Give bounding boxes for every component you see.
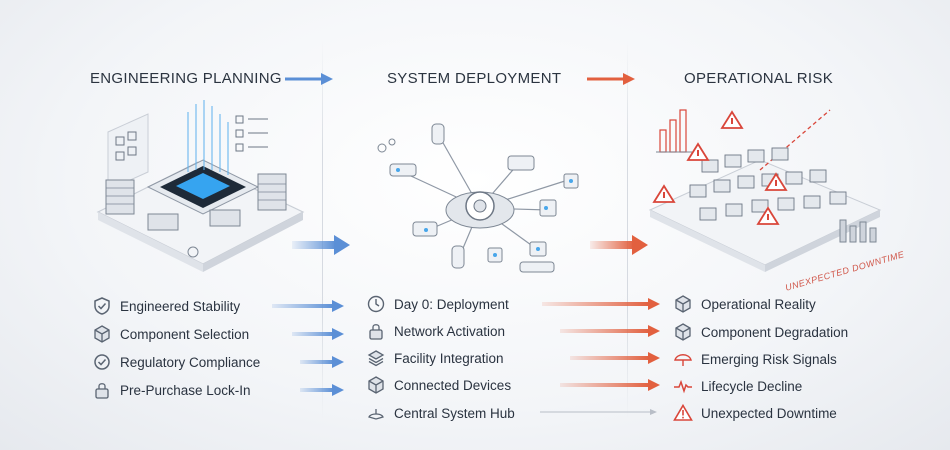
system-deployment-title: SYSTEM DEPLOYMENT: [387, 70, 562, 87]
clock-icon: [367, 295, 385, 313]
mid-arrow-blue: [292, 235, 350, 255]
item-label: Central System Hub: [394, 405, 515, 421]
pulse-icon: [674, 379, 692, 394]
hub-icon: [368, 409, 384, 420]
list-item-network-activation: Network Activation: [366, 321, 505, 341]
column-divider-left: [322, 40, 323, 420]
list-item-lifecycle-decline: Lifecycle Decline: [673, 376, 802, 396]
connector-arrows-orange: [540, 298, 660, 415]
item-label: Connected Devices: [394, 377, 512, 393]
shield-check-icon: [94, 297, 110, 315]
list-item-unexpected-downtime: Unexpected Downtime: [673, 403, 837, 423]
header-arrow-blue: [285, 73, 333, 85]
item-label: Unexpected Downtime: [701, 405, 837, 421]
item-label: Facility Integration: [394, 350, 504, 366]
connector-arrows-blue: [272, 300, 344, 396]
header-arrow-orange: [587, 73, 635, 85]
list-item-central-system-hub: Central System Hub: [366, 403, 515, 423]
operational-risk-illustration: [648, 109, 882, 272]
umbrella-warning-icon: [674, 354, 692, 366]
warning-icon: [673, 403, 693, 421]
list-item-connected-devices: Connected Devices: [366, 375, 511, 395]
list-item-operational-reality: Operational Reality: [673, 294, 816, 314]
column-divider-right: [627, 40, 628, 420]
cube-icon: [368, 376, 384, 394]
cube-icon: [675, 323, 691, 341]
list-item-emerging-risk-signals: Emerging Risk Signals: [673, 349, 837, 369]
list-item-engineered-stability: Engineered Stability: [92, 296, 240, 316]
item-label: Lifecycle Decline: [701, 378, 803, 394]
list-item-pre-purchase-lock-in: Pre-Purchase Lock-In: [92, 380, 251, 400]
item-label: Engineered Stability: [120, 298, 241, 314]
item-label: Component Degradation: [701, 324, 849, 340]
item-label: Emerging Risk Signals: [701, 351, 837, 367]
list-item-facility-integration: Facility Integration: [366, 348, 504, 368]
cube-icon: [94, 325, 110, 343]
badge-check-icon: [94, 354, 110, 370]
list-item-regulatory-compliance: Regulatory Compliance: [92, 352, 260, 372]
lock-icon: [369, 324, 383, 340]
item-label: Pre-Purchase Lock-In: [120, 382, 251, 398]
lock-icon: [95, 383, 109, 399]
engineering-planning-title: ENGINEERING PLANNING: [90, 70, 282, 87]
mid-arrow-orange: [590, 235, 648, 255]
list-item-component-selection: Component Selection: [92, 324, 249, 344]
cube-icon: [675, 295, 691, 313]
item-label: Operational Reality: [701, 296, 816, 312]
item-label: Component Selection: [120, 326, 250, 342]
deployment-hub-illustration: [377, 123, 579, 273]
item-label: Day 0: Deployment: [394, 296, 509, 312]
item-label: Network Activation: [394, 323, 506, 339]
layers-icon: [367, 350, 385, 367]
item-label: Regulatory Compliance: [120, 354, 261, 370]
operational-risk-title: OPERATIONAL RISK: [684, 70, 833, 87]
engineering-board-illustration: [96, 100, 305, 272]
list-item-day-0-deployment: Day 0: Deployment: [366, 294, 509, 314]
list-item-component-degradation: Component Degradation: [673, 322, 848, 342]
